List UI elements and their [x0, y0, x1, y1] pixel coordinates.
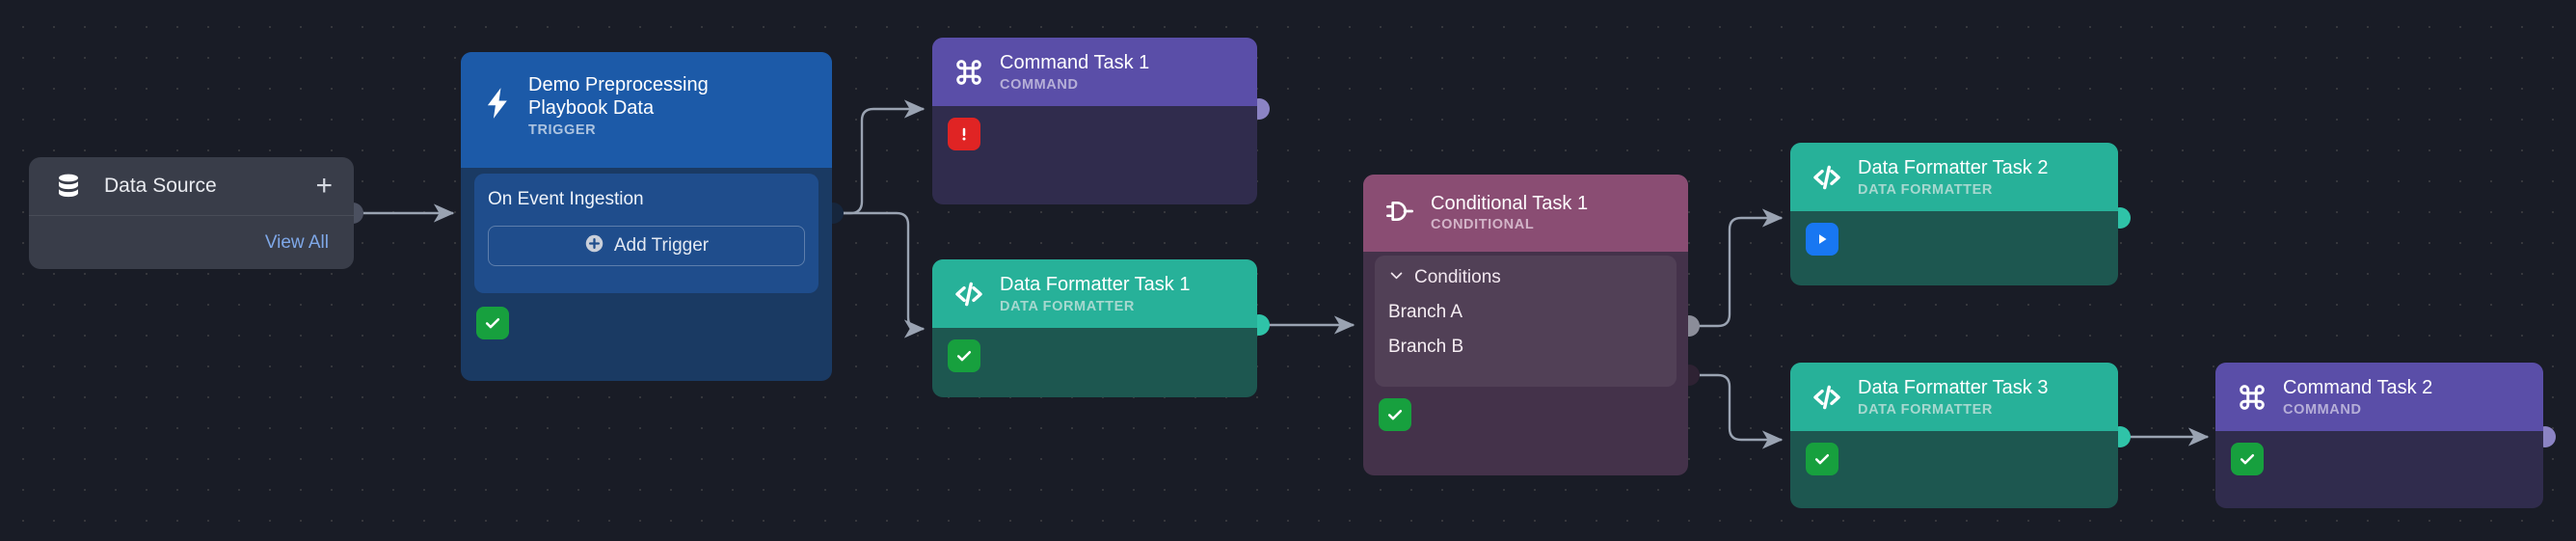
branch-b-label: Branch B — [1388, 337, 1464, 357]
data-formatter-task-3-type: DATA FORMATTER — [1858, 401, 1993, 418]
data-formatter-task-1-text: Data Formatter Task 1 DATA FORMATTER — [1000, 273, 1190, 313]
status-badge-success[interactable] — [476, 307, 509, 339]
conditions-panel: Conditions Branch A Branch B — [1375, 256, 1677, 387]
conditional-task-1-body — [1363, 387, 1688, 475]
conditions-toggle[interactable]: Conditions — [1388, 267, 1663, 288]
data-source-title: Data Source — [104, 175, 217, 197]
data-formatter-task-1-body — [932, 328, 1257, 397]
command-icon — [2231, 381, 2273, 414]
data-formatter-task-2-header: Data Formatter Task 2 DATA FORMATTER — [1790, 143, 2118, 211]
trigger-node-name: Demo Preprocessing Playbook Data — [528, 74, 709, 120]
conditional-task-1-type: CONDITIONAL — [1431, 217, 1535, 233]
command-icon — [948, 56, 990, 89]
data-source-footer: View All — [29, 216, 354, 269]
command-task-1-text: Command Task 1 COMMAND — [1000, 51, 1149, 92]
command-task-1-node[interactable]: Command Task 1 COMMAND — [932, 38, 1257, 204]
data-formatter-task-3-node[interactable]: Data Formatter Task 3 DATA FORMATTER — [1790, 363, 2118, 508]
command-task-2-node[interactable]: Command Task 2 COMMAND — [2215, 363, 2543, 508]
data-formatter-task-3-text: Data Formatter Task 3 DATA FORMATTER — [1858, 376, 2048, 417]
trigger-node-text: Demo Preprocessing Playbook Data TRIGGER — [528, 73, 731, 138]
add-trigger-button[interactable]: Add Trigger — [488, 226, 805, 266]
data-formatter-task-2-type: DATA FORMATTER — [1858, 181, 1993, 198]
add-data-source-button[interactable]: + — [315, 170, 333, 202]
command-task-2-name: Command Task 2 — [2283, 377, 2433, 399]
command-task-1-type: COMMAND — [1000, 76, 1079, 93]
branch-a-row[interactable]: Branch A — [1388, 302, 1663, 323]
status-badge-success[interactable] — [2231, 443, 2264, 475]
plus-circle-icon — [584, 233, 604, 258]
status-badge-success[interactable] — [1379, 398, 1411, 431]
branch-a-label: Branch A — [1388, 302, 1463, 322]
code-brackets-icon — [948, 278, 990, 311]
divider — [29, 215, 354, 216]
trigger-event-label: On Event Ingestion — [488, 189, 644, 209]
data-formatter-task-2-node[interactable]: Data Formatter Task 2 DATA FORMATTER — [1790, 143, 2118, 285]
trigger-node-type: TRIGGER — [528, 122, 597, 138]
conditional-task-1-node[interactable]: Conditional Task 1 CONDITIONAL Condition… — [1363, 175, 1688, 475]
trigger-node-header: Demo Preprocessing Playbook Data TRIGGER — [461, 52, 832, 168]
command-task-2-text: Command Task 2 COMMAND — [2283, 376, 2432, 417]
status-badge-success[interactable] — [1806, 443, 1838, 475]
data-formatter-task-3-body — [1790, 431, 2118, 508]
chevron-down-icon — [1388, 267, 1405, 288]
conditional-branch-icon — [1379, 196, 1421, 227]
conditional-task-1-header: Conditional Task 1 CONDITIONAL — [1363, 175, 1688, 252]
command-task-1-body — [932, 106, 1257, 204]
code-brackets-icon — [1806, 381, 1848, 414]
data-source-header: Data Source + — [29, 157, 354, 215]
lightning-bolt-icon — [476, 85, 519, 122]
conditional-task-1-text: Conditional Task 1 CONDITIONAL — [1431, 192, 1588, 232]
edge-trigger-command1 — [837, 99, 926, 215]
command-task-2-header: Command Task 2 COMMAND — [2215, 363, 2543, 431]
branch-b-row[interactable]: Branch B — [1388, 337, 1663, 358]
data-source-card[interactable]: Data Source + View All — [29, 157, 354, 269]
status-badge-running[interactable] — [1806, 223, 1838, 256]
data-formatter-task-3-header: Data Formatter Task 3 DATA FORMATTER — [1790, 363, 2118, 431]
data-formatter-task-1-header: Data Formatter Task 1 DATA FORMATTER — [932, 259, 1257, 328]
trigger-config-panel: On Event Ingestion Add Trigger — [474, 174, 818, 293]
status-badge-success[interactable] — [948, 339, 980, 372]
data-formatter-task-2-name: Data Formatter Task 2 — [1858, 157, 2049, 179]
trigger-node-body — [461, 293, 832, 381]
edge-brancha-formatter2 — [1693, 208, 1784, 328]
data-formatter-task-1-type: DATA FORMATTER — [1000, 298, 1135, 314]
data-formatter-task-1-node[interactable]: Data Formatter Task 1 DATA FORMATTER — [932, 259, 1257, 397]
trigger-node[interactable]: Demo Preprocessing Playbook Data TRIGGER… — [461, 52, 832, 381]
conditions-label: Conditions — [1414, 267, 1501, 287]
code-brackets-icon — [1806, 161, 1848, 194]
command-task-1-header: Command Task 1 COMMAND — [932, 38, 1257, 106]
data-formatter-task-2-text: Data Formatter Task 2 DATA FORMATTER — [1858, 156, 2048, 197]
view-all-link[interactable]: View All — [264, 231, 329, 253]
database-icon — [54, 172, 83, 201]
data-formatter-task-1-name: Data Formatter Task 1 — [1000, 274, 1191, 296]
command-task-1-name: Command Task 1 — [1000, 52, 1150, 74]
conditional-task-1-name: Conditional Task 1 — [1431, 193, 1589, 214]
add-trigger-label: Add Trigger — [613, 235, 710, 256]
edge-trigger-formatter1 — [837, 211, 926, 338]
edge-branchb-formatter3 — [1693, 373, 1784, 449]
command-task-2-type: COMMAND — [2283, 401, 2362, 418]
status-badge-error[interactable] — [948, 118, 980, 150]
data-formatter-task-2-body — [1790, 211, 2118, 285]
data-formatter-task-3-name: Data Formatter Task 3 — [1858, 377, 2049, 399]
command-task-2-body — [2215, 431, 2543, 508]
